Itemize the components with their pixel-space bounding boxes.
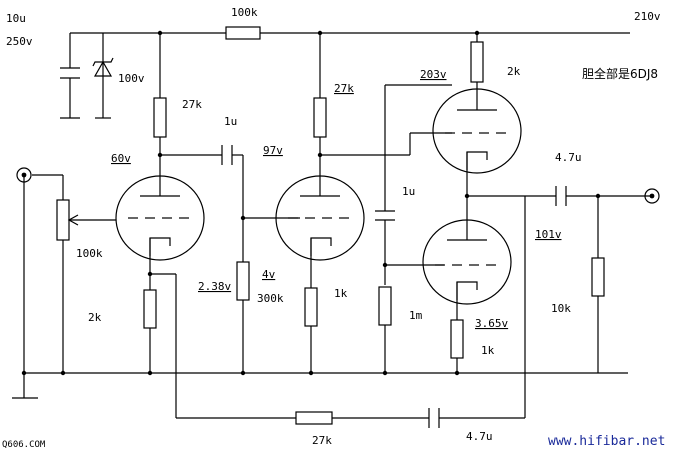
label-cap-out: 4.7u xyxy=(555,151,582,164)
capacitors xyxy=(60,67,567,428)
watermarks: Q606.COM www.hifibar.net xyxy=(2,434,665,450)
label-r-grid-3: 1m xyxy=(409,309,423,322)
label-r-grid-2: 300k xyxy=(257,292,284,305)
resistor-2k-cathode xyxy=(143,289,157,329)
input-jack xyxy=(16,167,32,183)
label-cap-feedback: 4.7u xyxy=(466,430,493,443)
label-pot-value: 100k xyxy=(76,247,103,260)
resistor-300k xyxy=(236,261,250,301)
label-zener-voltage: 100v xyxy=(118,72,145,85)
pot-wiper xyxy=(67,214,116,226)
wires xyxy=(12,32,650,419)
label-v-cathode-3: 3.65v xyxy=(475,317,508,330)
label-cap-in-value: 10u xyxy=(6,12,26,25)
resistor-10k xyxy=(591,257,605,297)
label-v-plate-2: 97v xyxy=(263,144,283,157)
resistor-1k-v2 xyxy=(304,287,318,327)
label-r-top-series: 100k xyxy=(231,6,258,19)
label-r-output: 10k xyxy=(551,302,571,315)
watermark-right: www.hifibar.net xyxy=(548,434,665,449)
label-r-load-v1: 27k xyxy=(182,98,202,111)
resistor-1m xyxy=(378,286,392,326)
watermark-left: Q606.COM xyxy=(2,440,46,450)
label-r-cathode-v1: 2k xyxy=(88,311,102,324)
label-v-out-node: 101v xyxy=(535,228,562,241)
label-v-grid-2: 4v xyxy=(262,268,276,281)
label-r-feedback: 27k xyxy=(312,434,332,447)
resistor-27k-v1 xyxy=(153,97,167,138)
label-r-load-v2: 27k xyxy=(334,82,354,95)
label-cap-coupling-2: 1u xyxy=(402,185,415,198)
labels: 10u 250v 100v 100k 210v 27k 1u 60v 97v 2… xyxy=(6,6,661,447)
resistor-27k-feedback xyxy=(295,411,333,425)
label-note-tubes: 胆全部是6DJ8 xyxy=(582,66,658,81)
label-r-cathode-v3: 1k xyxy=(481,344,495,357)
tube-v3-upper xyxy=(432,88,522,174)
resistors xyxy=(56,26,605,425)
resistor-27k-v2 xyxy=(313,97,327,138)
tube-v1 xyxy=(115,175,205,261)
label-cap-in-voltage: 250v xyxy=(6,35,33,48)
label-v-plate-1: 60v xyxy=(111,152,131,165)
tube-v4-lower xyxy=(422,219,512,305)
label-cap-coupling-1: 1u xyxy=(224,115,237,128)
potentiometer-100k xyxy=(56,199,70,241)
resistor-1k-v3 xyxy=(450,319,464,359)
junction-dots xyxy=(21,30,601,376)
tube-v2 xyxy=(275,175,365,261)
label-v-cathode-1: 2.38v xyxy=(198,280,231,293)
label-r-top-2k: 2k xyxy=(507,65,521,78)
label-v-node-203: 203v xyxy=(420,68,447,81)
resistor-100k-top xyxy=(225,26,261,40)
zener-diode xyxy=(92,57,114,119)
output-jack xyxy=(644,188,660,204)
resistor-2k-top xyxy=(470,41,484,83)
label-r-cathode-v2: 1k xyxy=(334,287,348,300)
label-b-plus: 210v xyxy=(634,10,661,23)
